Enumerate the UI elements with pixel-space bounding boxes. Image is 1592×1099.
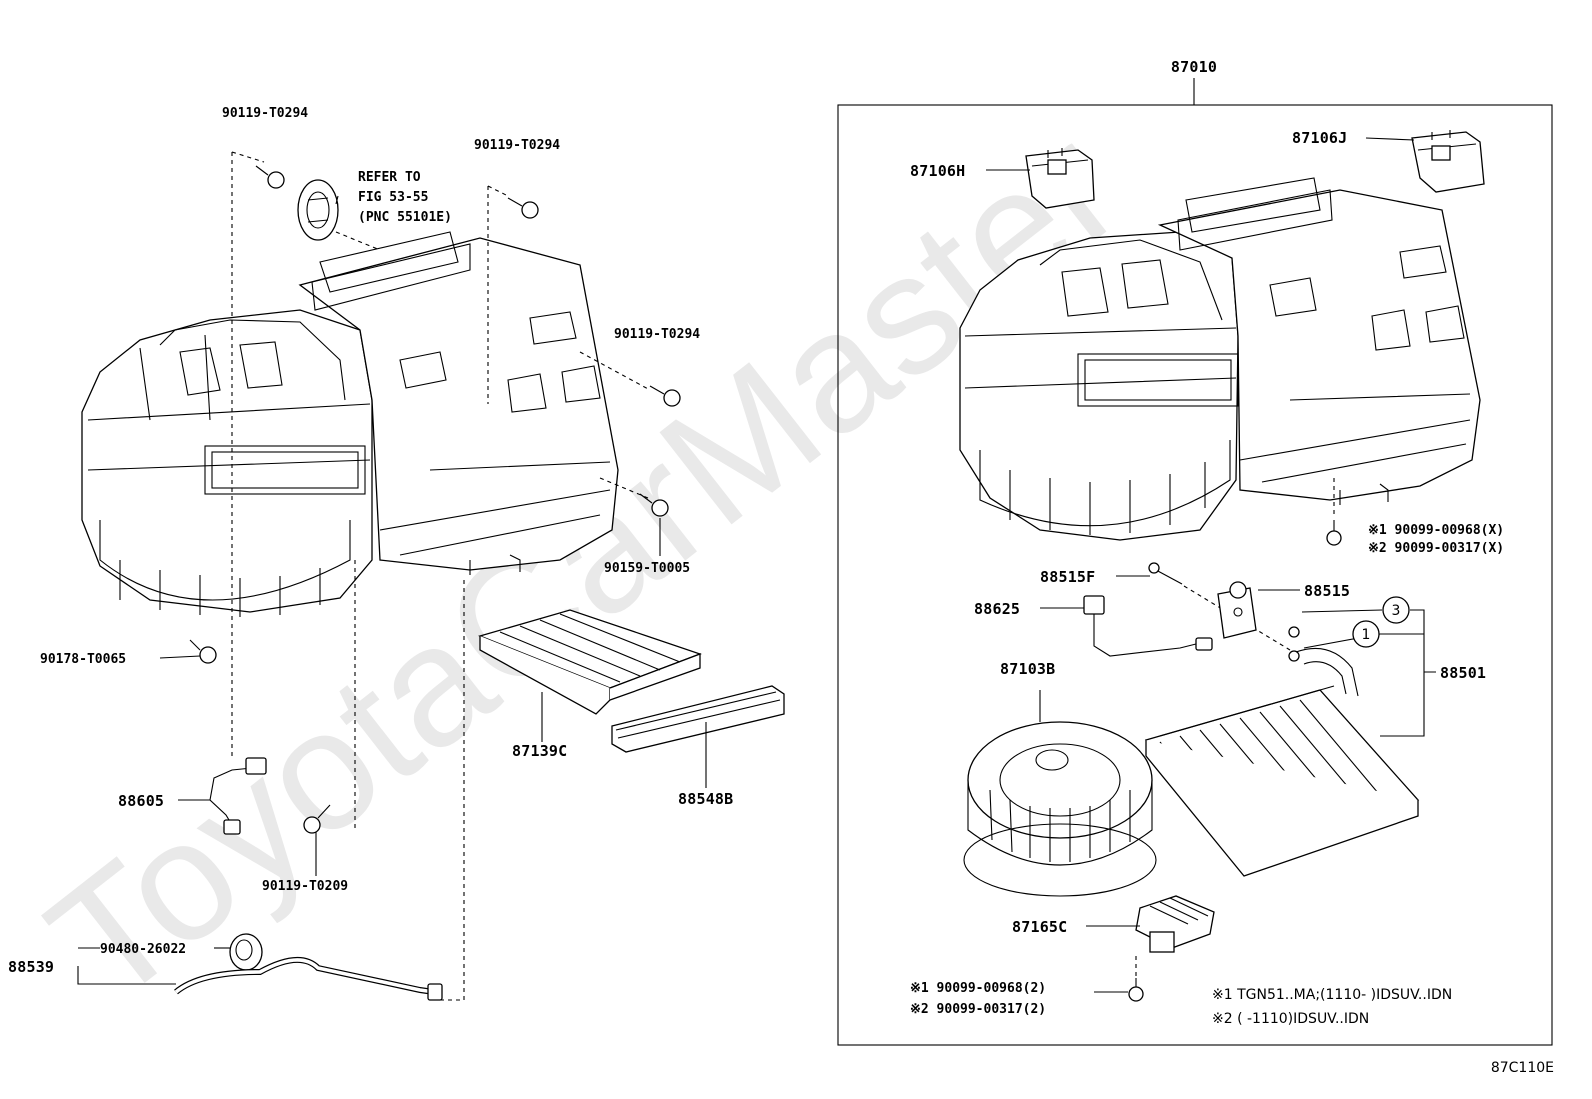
label-kome-bottom-1: ※1 90099-00968(2) bbox=[910, 981, 1046, 996]
air-filter-part bbox=[478, 609, 702, 715]
label-filter-case: 88548B bbox=[678, 790, 733, 808]
thermistor-left-part bbox=[209, 757, 267, 835]
label-bolt-bottom-left: 90178-T0065 bbox=[40, 652, 126, 667]
assembly-frame bbox=[837, 104, 1553, 1046]
grommet-part bbox=[229, 933, 263, 971]
label-refer-line1: REFER TO bbox=[358, 170, 421, 185]
label-filter: 87139C bbox=[512, 742, 567, 760]
hvac-unit-left bbox=[81, 231, 619, 617]
label-servo-j: 87106J bbox=[1292, 129, 1347, 147]
filter-case-part bbox=[611, 685, 785, 753]
bolt-icon bbox=[189, 165, 681, 834]
screw-88515f-part bbox=[1148, 562, 1183, 585]
label-kome-top-1: ※1 90099-00968(X) bbox=[1368, 523, 1504, 538]
circled-3-text: 3 bbox=[1392, 603, 1401, 619]
alignment-lines-left bbox=[231, 151, 651, 1001]
circled-number-1: 1 bbox=[1352, 620, 1380, 648]
resistor-part bbox=[1135, 895, 1215, 953]
label-thermistor-right: 88625 bbox=[974, 600, 1020, 618]
label-drain-hose: 88539 bbox=[8, 958, 54, 976]
leader-lines bbox=[77, 137, 1436, 993]
label-assembly-number: 87010 bbox=[1171, 58, 1217, 76]
circled-1-text: 1 bbox=[1362, 627, 1371, 643]
label-screw-right: 90159-T0005 bbox=[604, 561, 690, 576]
label-bolt-bottom-mid: 90119-T0209 bbox=[262, 879, 348, 894]
legend-line1: ※1 TGN51..MA;(1110- )IDSUV..IDN bbox=[1212, 987, 1452, 1003]
label-bolt-top-mid: 90119-T0294 bbox=[474, 138, 560, 153]
label-bolt-top-left: 90119-T0294 bbox=[222, 106, 308, 121]
servo-motor-j-part bbox=[1411, 130, 1485, 193]
blower-motor-part bbox=[963, 721, 1157, 897]
expansion-valve-part bbox=[1217, 581, 1257, 639]
label-blower: 87103B bbox=[1000, 660, 1055, 678]
label-kome-bottom-2: ※2 90099-00317(2) bbox=[910, 1002, 1046, 1017]
label-grommet: 90480-26022 bbox=[100, 942, 186, 957]
label-refer-line2: FIG 53-55 bbox=[358, 190, 428, 205]
label-valve: 88515 bbox=[1304, 582, 1350, 600]
label-evaporator: 88501 bbox=[1440, 664, 1486, 682]
label-refer-line3: (PNC 55101E) bbox=[358, 210, 452, 225]
label-servo-h: 87106H bbox=[910, 162, 965, 180]
screw-icon bbox=[1326, 478, 1342, 546]
legend-line2: ※2 ( -1110)IDSUV..IDN bbox=[1212, 1011, 1369, 1027]
label-screw-88515f: 88515F bbox=[1040, 568, 1095, 586]
figure-code: 87C110E bbox=[1491, 1060, 1554, 1076]
circled-number-3: 3 bbox=[1382, 596, 1410, 624]
label-resistor: 87165C bbox=[1012, 918, 1067, 936]
o-ring-part bbox=[1288, 626, 1300, 662]
drain-hose-part bbox=[174, 956, 443, 1001]
label-bolt-right: 90119-T0294 bbox=[614, 327, 700, 342]
servo-motor-h-part bbox=[1025, 148, 1095, 209]
hvac-unit-right bbox=[959, 177, 1481, 541]
evaporator-part bbox=[1144, 647, 1420, 877]
screw-icon bbox=[1128, 956, 1144, 1002]
label-kome-top-2: ※2 90099-00317(X) bbox=[1368, 541, 1504, 556]
grommet-seal-part bbox=[297, 179, 339, 241]
label-thermistor-left: 88605 bbox=[118, 792, 164, 810]
thermistor-right-part bbox=[1083, 595, 1213, 657]
